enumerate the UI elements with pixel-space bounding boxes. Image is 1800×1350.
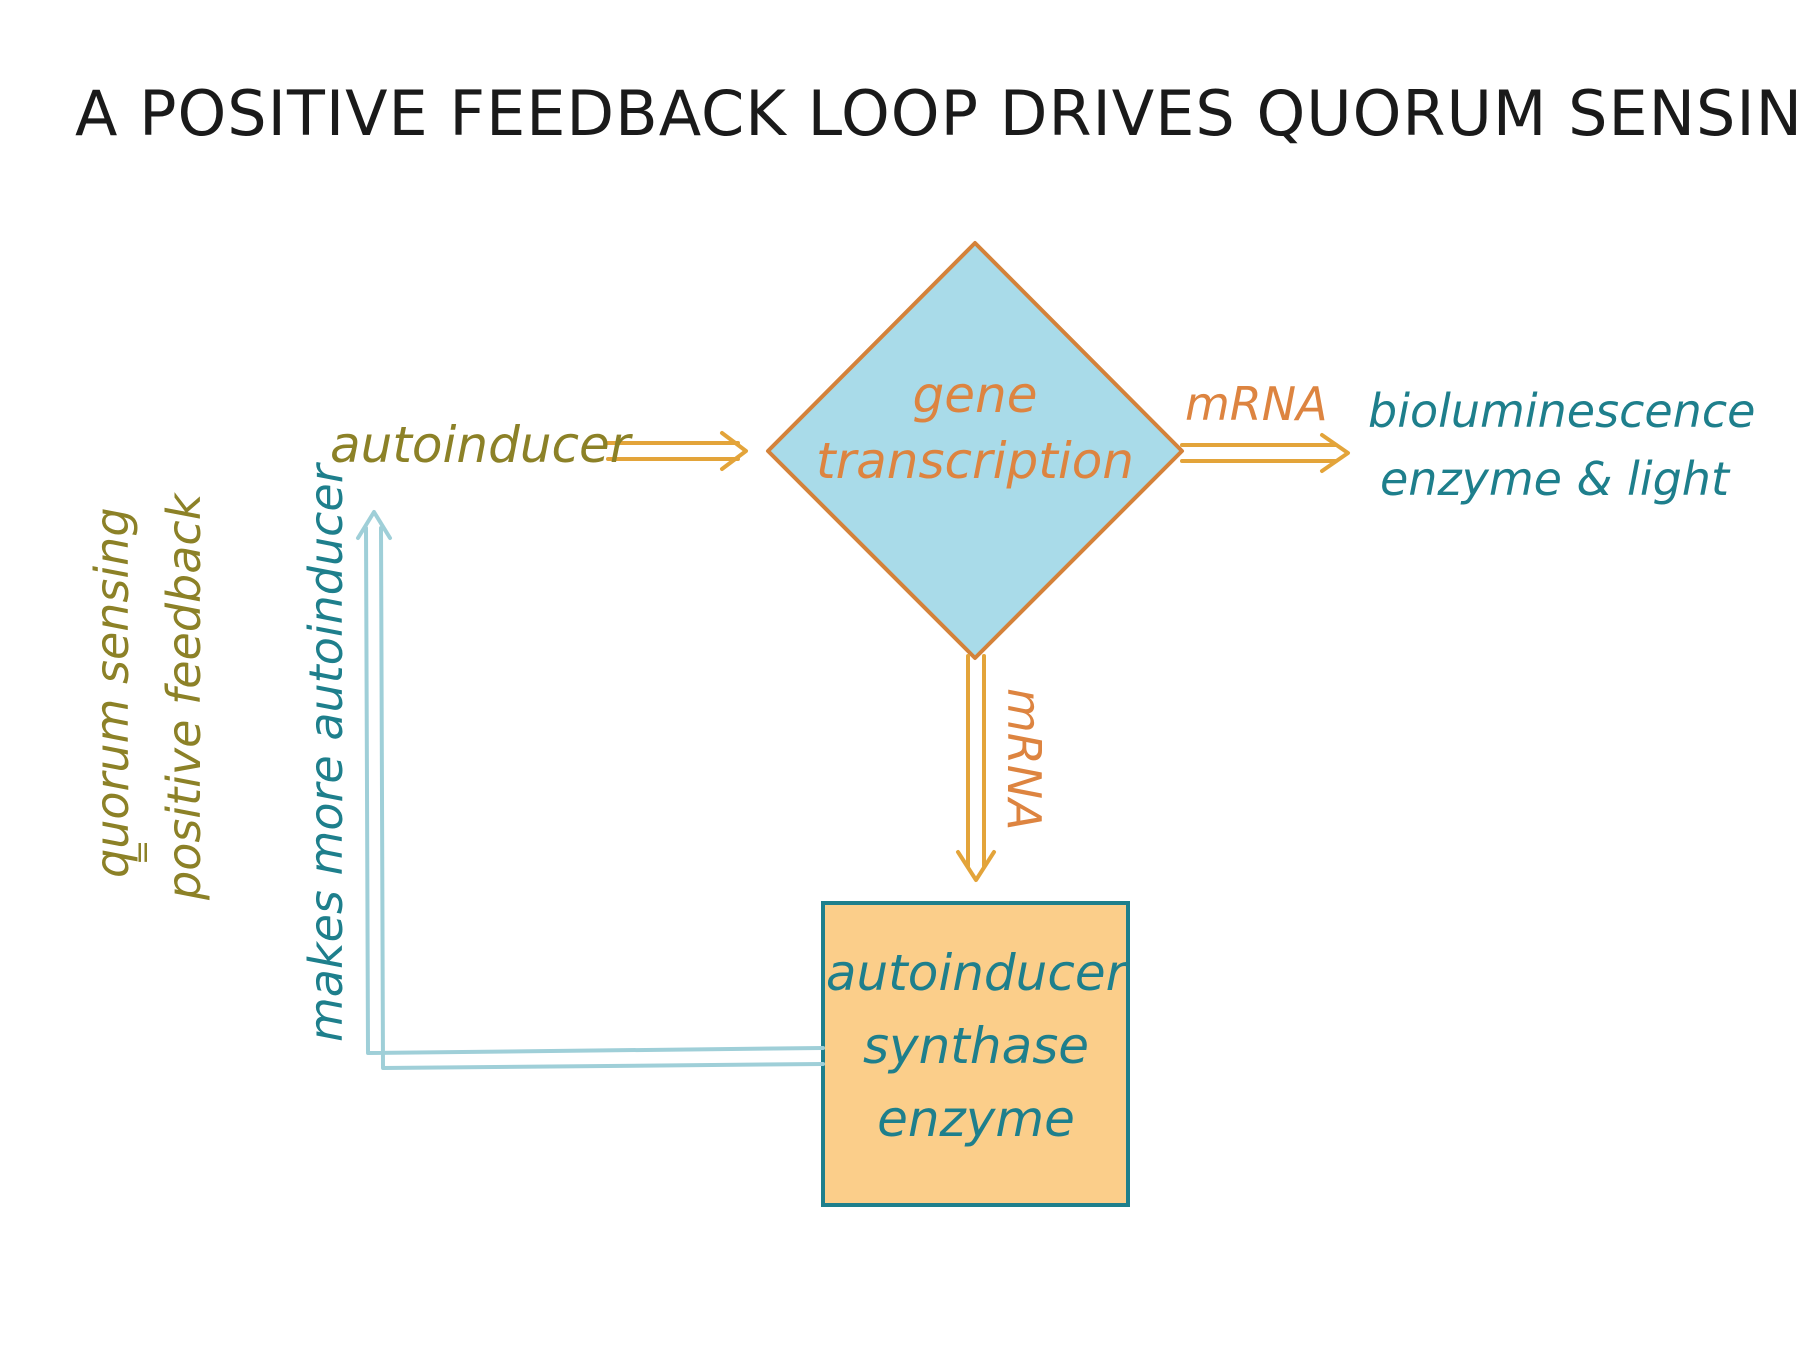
gene-transcription-label: gene bbox=[913, 366, 1038, 424]
mrna-down-label: mRNA bbox=[997, 688, 1051, 831]
output-label: bioluminescence bbox=[1368, 384, 1755, 438]
arrow-transcription-to-output bbox=[1180, 433, 1350, 473]
synthase-box bbox=[821, 901, 1130, 1207]
mrna-right-label: mRNA bbox=[1185, 377, 1328, 431]
page-title: A POSITIVE FEEDBACK LOOP DRIVES QUORUM S… bbox=[75, 77, 1800, 150]
gene-transcription-label-2: transcription bbox=[816, 432, 1134, 490]
synthase-label-2: synthase bbox=[863, 1017, 1089, 1075]
side-note-equals: = bbox=[125, 840, 160, 865]
arrow-transcription-to-synthase bbox=[956, 654, 996, 882]
feedback-arrow bbox=[356, 510, 825, 1070]
feedback-label: makes more autoinducer bbox=[299, 461, 353, 1042]
gene-transcription-diamond bbox=[766, 241, 1184, 660]
synthase-label: autoinducer bbox=[826, 944, 1130, 1002]
arrow-autoinducer-to-transcription bbox=[606, 431, 748, 471]
side-note-line-2: positive feedback bbox=[157, 491, 211, 901]
autoinducer-label: autoinducer bbox=[330, 416, 634, 474]
synthase-label-3: enzyme bbox=[877, 1090, 1075, 1148]
output-label-2: enzyme & light bbox=[1380, 452, 1731, 506]
side-note-line-1: quorum sensing bbox=[85, 507, 139, 878]
